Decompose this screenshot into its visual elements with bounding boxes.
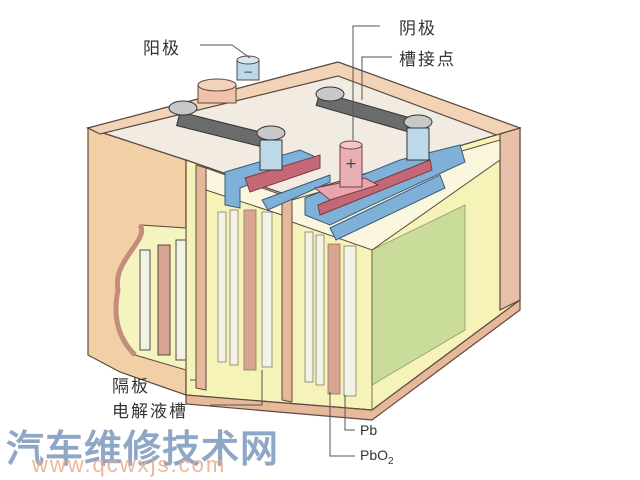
negative-symbol: − <box>243 65 253 79</box>
cell-connector-label: 槽接点 <box>399 50 456 70</box>
right-cell-plates <box>304 204 466 410</box>
anode-label: 阳极 <box>143 39 181 59</box>
lid-caps <box>197 55 260 104</box>
left-cutaway <box>113 223 187 371</box>
busbars <box>224 144 466 241</box>
cathode-label: 阴极 <box>399 19 437 39</box>
leader-lines <box>190 25 392 457</box>
pbo2-subscript: 2 <box>388 455 394 467</box>
separator-label: 隔板 <box>112 377 150 397</box>
positive-symbol: + <box>345 156 357 172</box>
pbo2-label: PbO2 <box>360 447 394 467</box>
cell-connectors <box>168 86 433 171</box>
middle-cell-plates <box>217 209 273 371</box>
pb-label: Pb <box>360 422 378 438</box>
watermark-text: 汽车维修技术网 <box>6 427 280 471</box>
pbo2-main: PbO <box>360 447 389 463</box>
watermark-url: www.qcwxjs.com <box>32 452 227 477</box>
electrolyte-cell-label: 电解液槽 <box>112 402 188 422</box>
cell-partitions <box>195 164 293 403</box>
positive-terminal <box>313 140 380 201</box>
